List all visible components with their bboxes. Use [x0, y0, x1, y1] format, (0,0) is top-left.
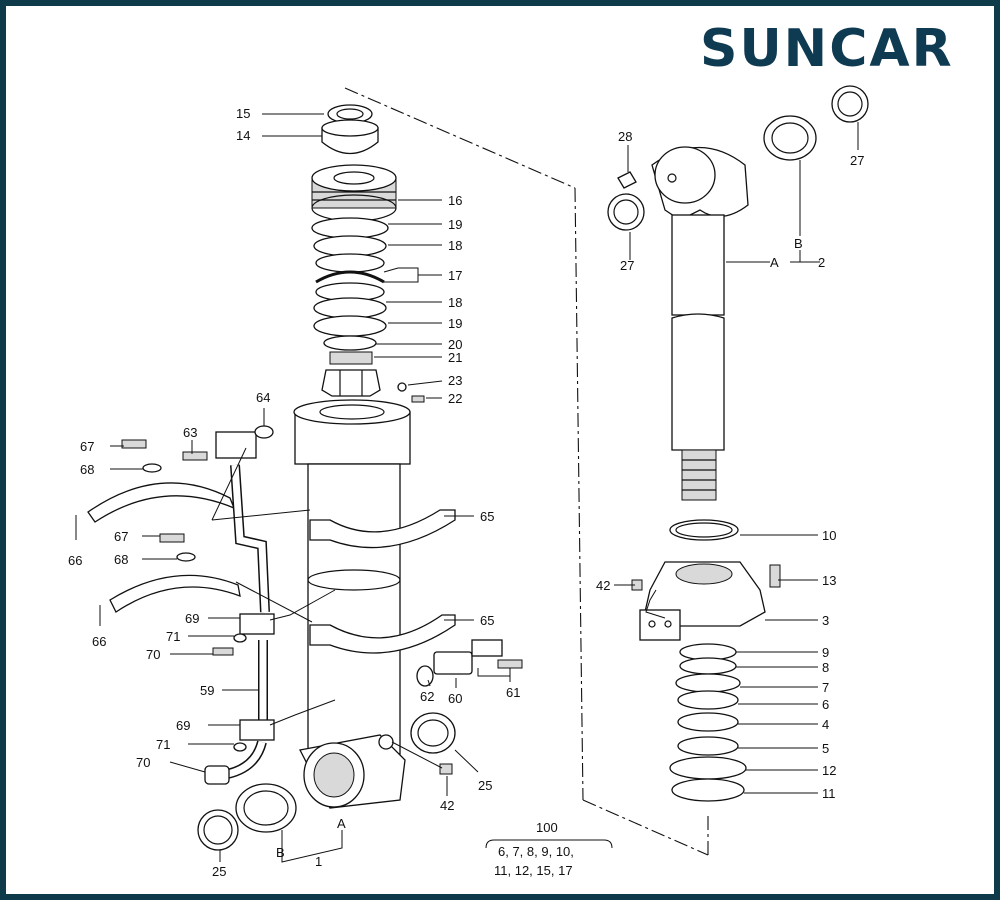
callout-59: 59 — [200, 683, 214, 698]
callout-18-upper: 18 — [448, 238, 462, 253]
callout-17: 17 — [448, 268, 462, 283]
seal-rings-stack — [311, 217, 389, 351]
callout-70-upper: 70 — [146, 647, 160, 662]
callout-B-right: B — [794, 236, 803, 251]
callout-7: 7 — [822, 680, 829, 695]
callout-67-lower: 67 — [114, 529, 128, 544]
callout-23: 23 — [448, 373, 462, 388]
callout-10: 10 — [822, 528, 836, 543]
callout-71-lower: 71 — [156, 737, 170, 752]
callout-14: 14 — [236, 128, 250, 143]
callout-28: 28 — [618, 129, 632, 144]
callout-68-upper: 68 — [80, 462, 94, 477]
grease-nipple-42-left — [439, 763, 453, 775]
callout-68-lower: 68 — [114, 552, 128, 567]
callout-25-left: 25 — [212, 864, 226, 879]
callout-8: 8 — [822, 660, 829, 675]
callout-labels: 15 14 16 19 18 17 18 19 20 21 23 22 64 6… — [68, 106, 864, 879]
callout-66-upper: 66 — [68, 553, 82, 568]
part-16-gland — [311, 164, 397, 222]
callout-69-upper: 69 — [185, 611, 199, 626]
callout-21: 21 — [448, 350, 462, 365]
grease-nipple-28 — [617, 171, 637, 189]
callout-16: 16 — [448, 193, 462, 208]
piston-seal-stack — [669, 643, 747, 802]
callout-20: 20 — [448, 337, 462, 352]
callout-69-lower: 69 — [176, 718, 190, 733]
logo-text: SUNCAR — [700, 19, 954, 79]
bushing-top — [763, 85, 869, 161]
callout-2: 2 — [818, 255, 825, 270]
callout-18-lower: 18 — [448, 295, 462, 310]
callout-61: 61 — [506, 685, 520, 700]
seal-kit-note: 100 6, 7, 8, 9, 10, 11, 12, 15, 17 — [494, 820, 574, 878]
callout-60: 60 — [448, 691, 462, 706]
callout-A-right: A — [770, 255, 779, 270]
parts-22-23-small — [397, 382, 425, 403]
callout-64: 64 — [256, 390, 270, 405]
callout-71-upper: 71 — [166, 629, 180, 644]
callout-A-left: A — [337, 816, 346, 831]
callout-22: 22 — [448, 391, 462, 406]
callout-27-left: 27 — [620, 258, 634, 273]
piston-rod — [671, 214, 725, 501]
dashed-boundary — [344, 87, 709, 856]
callout-9: 9 — [822, 645, 829, 660]
callout-42-left: 42 — [440, 798, 454, 813]
callout-19-upper: 19 — [448, 217, 462, 232]
part-14-seal — [321, 119, 379, 155]
callout-65-upper: 65 — [480, 509, 494, 524]
callout-65-lower: 65 — [480, 613, 494, 628]
callout-11: 11 — [822, 786, 836, 801]
rod-head-eye — [651, 146, 749, 221]
callout-66-lower: 66 — [92, 634, 106, 649]
hydraulic-pipe-59 — [204, 431, 275, 785]
fitting-60 — [416, 639, 523, 687]
clamp-lower — [109, 574, 456, 654]
kit-line-2: 11, 12, 15, 17 — [494, 863, 573, 878]
callout-3: 3 — [822, 613, 829, 628]
callout-B-left: B — [276, 845, 285, 860]
callout-1: 1 — [315, 854, 322, 869]
kit-line-1: 6, 7, 8, 9, 10, — [498, 844, 574, 859]
small-fasteners-left — [121, 425, 274, 752]
callout-70-lower: 70 — [136, 755, 150, 770]
callout-63: 63 — [183, 425, 197, 440]
part-21-nut — [321, 351, 381, 397]
seal-ring-10 — [669, 519, 739, 541]
callout-13: 13 — [822, 573, 836, 588]
piston-3 — [631, 561, 781, 641]
callout-4: 4 — [822, 717, 829, 732]
leader-lines — [75, 113, 859, 863]
callout-25-right: 25 — [478, 778, 492, 793]
bushing-left — [197, 783, 297, 851]
callout-42-right: 42 — [596, 578, 610, 593]
callout-62: 62 — [420, 689, 434, 704]
callout-12: 12 — [822, 763, 836, 778]
suncar-logo: SUNCAR — [700, 19, 954, 79]
tube-end-eye — [299, 734, 406, 809]
callout-6: 6 — [822, 697, 829, 712]
bushing-right — [410, 712, 456, 754]
kit-number: 100 — [536, 820, 558, 835]
cylinder-tube — [293, 399, 411, 773]
callout-19-lower: 19 — [448, 316, 462, 331]
callout-27-right: 27 — [850, 153, 864, 168]
callout-15: 15 — [236, 106, 250, 121]
dust-seal-27-left — [607, 193, 645, 231]
callout-5: 5 — [822, 741, 829, 756]
callout-67-upper: 67 — [80, 439, 94, 454]
